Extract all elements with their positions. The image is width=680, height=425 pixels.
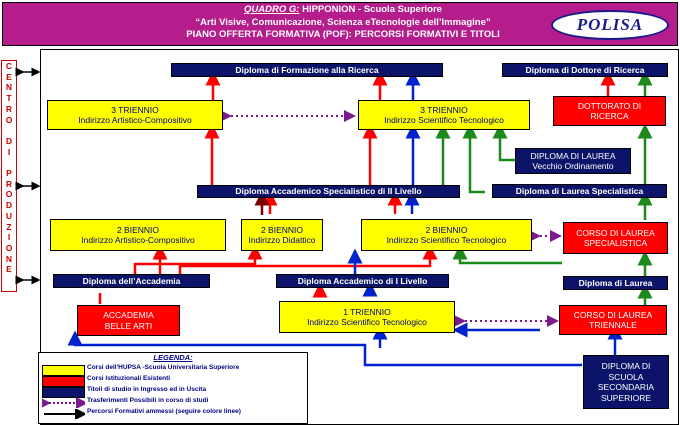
node-triennio1-scientifico: 1 TRIENNIO Indirizzo Scientifico Tecnolo…	[279, 301, 455, 333]
node-triennio3-artistico: 3 TRIENNIO Indirizzo Artistico-Compositi…	[47, 100, 223, 130]
legend-item: Percorsi Formativi ammessi (seguire colo…	[39, 408, 307, 419]
legend-swatch-navy	[42, 387, 85, 398]
side-letter: N	[5, 82, 13, 93]
side-arrows	[15, 67, 41, 285]
side-letter: T	[6, 93, 12, 104]
side-letter: P	[6, 168, 12, 179]
side-letter: E	[6, 71, 12, 82]
node-biennio2-artistico: 2 BIENNIO Indirizzo Artistico-Compositiv…	[50, 219, 226, 251]
node-diploma-formazione-ricerca: Diploma di Formazione alla Ricerca	[171, 63, 443, 77]
side-letter: I	[7, 232, 11, 243]
side-letter: O	[5, 242, 13, 253]
header-bar: QUADRO G: HIPPONION - Scuola Superiore “…	[2, 2, 678, 46]
legend-item: Corsi Istituzionali Esistenti	[39, 375, 307, 387]
header-label: QUADRO G:	[244, 4, 300, 15]
side-letter: R	[5, 103, 13, 114]
node-diploma-dottore-ricerca: Diploma di Dottore di Ricerca	[502, 63, 668, 77]
node-corso-laurea-specialistica: CORSO DI LAUREA SPECIALISTICA	[563, 222, 668, 254]
legend: LEGENDA: Corsi dell'HUPSA -Scuola Univer…	[38, 352, 308, 424]
side-letter: E	[6, 264, 12, 275]
side-letter: O	[5, 189, 13, 200]
header-subtitle: “Arti Visive, Comunicazione, Scienza eTe…	[195, 16, 491, 28]
node-corso-laurea-triennale: CORSO DI LAUREA TRIENNALE	[559, 305, 667, 335]
legend-label: Corsi dell'HUPSA -Scuola Universitaria S…	[87, 364, 240, 371]
side-letter: O	[5, 114, 13, 125]
legend-arrow-icon	[44, 409, 85, 419]
header-plan: PIANO OFFERTA FORMATIVA (POF): PERCORSI …	[186, 29, 500, 40]
legend-label: Percorsi Formativi ammessi (seguire colo…	[87, 408, 241, 415]
legend-swatch-red	[42, 376, 85, 387]
legend-label: Corsi Istituzionali Esistenti	[87, 375, 171, 382]
node-diploma-accademico-specialistico: Diploma Accademico Specialistico di II L…	[197, 185, 460, 198]
legend-label: Titoli di studio in Ingresso ed in Uscit…	[87, 386, 207, 393]
side-letter: I	[7, 146, 11, 157]
node-dottorato-ricerca: DOTTORATO DI RICERCA	[553, 96, 666, 126]
node-diploma-laurea: Diploma di Laurea	[563, 276, 668, 290]
polisa-logo: POLISA	[551, 10, 669, 40]
side-letter: D	[5, 135, 13, 146]
node-diploma-accademico-i-livello: Diploma Accademico di I Livello	[276, 274, 449, 288]
node-triennio3-scientifico: 3 TRIENNIO Indirizzo Scientifico Tecnolo…	[358, 100, 530, 130]
side-letter: C	[5, 61, 13, 71]
node-diploma-scuola-secondaria: DIPLOMA DI SCUOLA SECONDARIA SUPERIORE	[583, 355, 669, 409]
legend-label: Trasferimenti Possibili in corso di stud…	[87, 397, 209, 404]
side-letter: R	[5, 178, 13, 189]
legend-dotted-arrow-icon	[42, 398, 85, 408]
side-letter: N	[5, 253, 13, 264]
node-diploma-laurea-specialistica: Diploma di Laurea Specialistica	[492, 184, 667, 198]
node-laurea-vecchio-ordinamento: DIPLOMA DI LAUREA Vecchio Ordinamento	[515, 148, 631, 174]
legend-title: LEGENDA:	[153, 353, 193, 362]
side-letter: D	[5, 200, 13, 211]
node-diploma-accademia: Diploma dell’Accademia	[53, 274, 210, 288]
side-letter: Z	[6, 221, 12, 232]
legend-item: Trasferimenti Possibili in corso di stud…	[39, 397, 307, 408]
legend-swatch-yellow	[42, 365, 85, 376]
side-letter: U	[5, 210, 13, 221]
header-title: QUADRO G: HIPPONION - Scuola Superiore “…	[153, 4, 533, 42]
header-school: HIPPONION - Scuola Superiore	[299, 4, 442, 15]
legend-item: Corsi dell'HUPSA -Scuola Universitaria S…	[39, 364, 307, 376]
node-biennio2-scientifico: 2 BIENNIO Indirizzo Scientifico Tecnolog…	[361, 219, 532, 251]
legend-item: Titoli di studio in Ingresso ed in Uscit…	[39, 386, 307, 398]
node-accademia-belle-arti: ACCADEMIA BELLE ARTI	[77, 305, 180, 336]
node-biennio2-didattico: 2 BIENNIO Indirizzo Didattico	[241, 219, 323, 251]
